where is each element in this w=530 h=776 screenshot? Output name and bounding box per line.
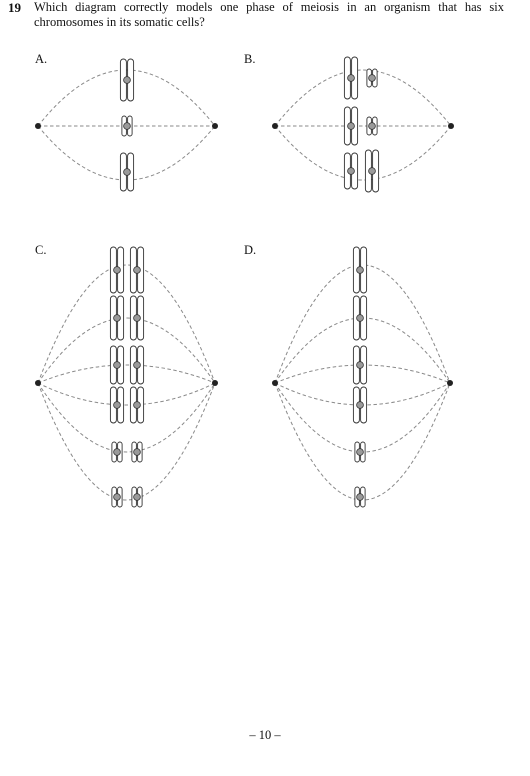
spindle-fiber: [37, 382, 216, 501]
chromosome: [343, 152, 359, 190]
centromere: [356, 361, 364, 369]
chromosome: [352, 345, 368, 385]
centrosome-right: [212, 123, 218, 129]
spindle-fiber: [37, 364, 216, 384]
chromosome: [109, 345, 125, 385]
centrosome-left: [35, 380, 41, 386]
centromere: [113, 314, 121, 322]
centromere: [133, 266, 141, 274]
question-number: 19: [8, 0, 21, 15]
chromosome: [352, 386, 368, 424]
chromosome: [109, 386, 125, 424]
chromosome: [364, 149, 380, 193]
chromosome: [121, 115, 133, 137]
chromosome: [131, 441, 143, 463]
spindle-fiber: [274, 125, 452, 181]
chromosome: [129, 386, 145, 424]
chromosome: [119, 58, 135, 102]
chromosome: [366, 116, 378, 136]
centromere: [113, 401, 121, 409]
centromere: [347, 74, 355, 82]
centrosome-right: [212, 380, 218, 386]
centromere: [123, 76, 131, 84]
chromosome: [354, 441, 366, 463]
centrosome-right: [448, 123, 454, 129]
centromere: [356, 493, 364, 501]
centromere: [133, 314, 141, 322]
spindle-fiber: [274, 69, 452, 127]
spindle-fiber: [274, 317, 451, 384]
centrosome-left: [272, 380, 278, 386]
centromere: [356, 266, 364, 274]
diagram-d: [272, 246, 453, 508]
chromosome: [129, 295, 145, 341]
chromosome: [343, 106, 359, 146]
chromosome: [354, 486, 366, 508]
centromere: [113, 493, 121, 501]
option-a-label: A.: [35, 52, 48, 66]
question-text: Which diagram correctly models one phase…: [34, 0, 504, 29]
centromere: [113, 361, 121, 369]
spindle-fiber: [37, 382, 216, 453]
centromere: [356, 314, 364, 322]
centrosome-left: [35, 123, 41, 129]
chromosome: [109, 295, 125, 341]
centromere: [113, 266, 121, 274]
centromere: [133, 401, 141, 409]
chromosome: [109, 246, 125, 294]
option-b-label: B.: [244, 52, 256, 66]
centrosome-left: [272, 123, 278, 129]
page-number: – 10 –: [249, 728, 281, 742]
centromere: [368, 74, 376, 82]
chromosome: [352, 295, 368, 341]
spindle-fiber: [37, 382, 216, 406]
centromere: [368, 167, 376, 175]
diagram-c: [35, 246, 218, 508]
centromere: [356, 448, 364, 456]
spindle-fiber: [274, 264, 451, 384]
chromosome: [129, 246, 145, 294]
chromosome: [352, 246, 368, 294]
centromere: [347, 122, 355, 130]
centromere: [123, 122, 131, 130]
spindle-fiber: [37, 317, 216, 384]
centromere: [133, 361, 141, 369]
spindle-fiber: [274, 364, 451, 384]
chromosome: [119, 152, 135, 192]
centrosome-right: [447, 380, 453, 386]
spindle-fiber: [37, 264, 216, 384]
chromosome: [129, 345, 145, 385]
spindle-fiber: [37, 125, 216, 181]
diagram-b: [272, 56, 454, 193]
centromere: [368, 122, 376, 130]
chromosome: [111, 486, 123, 508]
centromere: [113, 448, 121, 456]
option-d-label: D.: [244, 243, 257, 257]
centromere: [133, 493, 141, 501]
chromosome: [343, 56, 359, 100]
chromosome: [366, 68, 378, 88]
chromosome: [131, 486, 143, 508]
centromere: [123, 168, 131, 176]
option-c-label: C.: [35, 243, 47, 257]
diagram-a: [35, 58, 218, 192]
centromere: [356, 401, 364, 409]
chromosome: [111, 441, 123, 463]
centromere: [347, 167, 355, 175]
centromere: [133, 448, 141, 456]
